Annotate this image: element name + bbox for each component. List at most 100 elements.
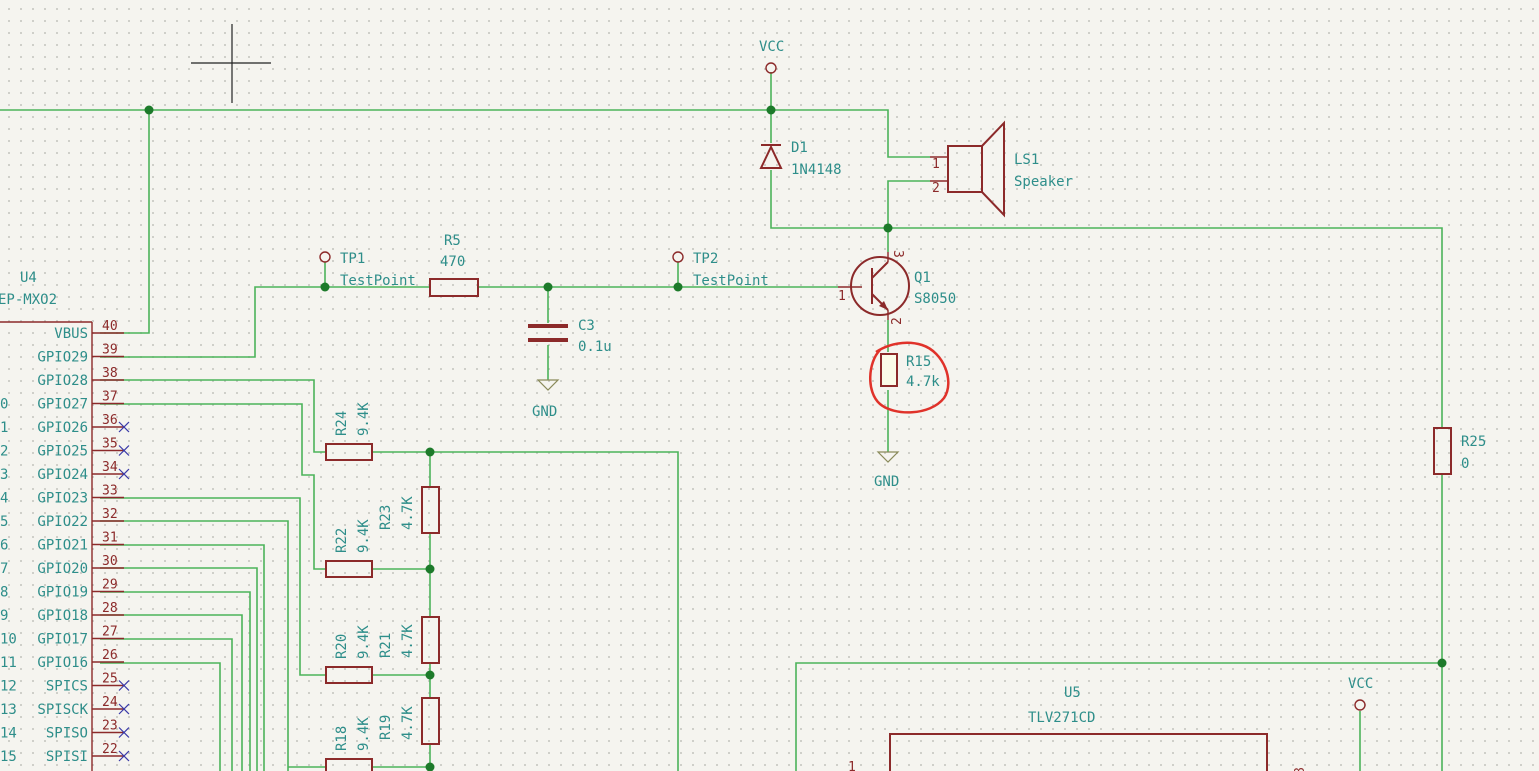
vcc-label: VCC [759,39,784,55]
u4-pin-number: 35 [102,437,118,452]
q1-ref: Q1 [914,270,931,286]
u4-pin-name: GPIO18 [37,608,88,624]
u4-pin-name: GPIO21 [37,538,88,554]
no-connect-marker [118,703,130,715]
gnd-symbol-q1[interactable]: GND [874,451,900,490]
r25-value: 0 [1461,456,1469,472]
ls1-ref: LS1 [1014,152,1039,168]
testpoint-tp2[interactable]: TP2 TestPoint [672,251,769,289]
u4-pin-left-label: 5 [0,514,8,530]
u4-pin-name: SPICS [46,679,88,695]
r20-value: 9.4K [356,625,372,659]
speaker-ls1[interactable]: 1 2 LS1 Speaker [930,120,1073,218]
u4-pin-name: GPIO26 [37,420,88,436]
resistor-r22[interactable]: R22 9.4K [325,519,373,578]
resistor-r5[interactable]: R5 470 [429,233,479,297]
r18-ref: R18 [334,726,350,751]
u4-pin-left-label: 3 [0,467,8,483]
u4-pin-name: GPIO29 [37,350,88,366]
testpoint-tp1[interactable]: TP1 TestPoint [319,251,416,289]
resistor-r21[interactable]: R21 4.7K [378,616,440,664]
transistor-q1[interactable]: 1 3 2 Q1 S8050 [838,250,956,325]
u4-pin-left-label: 6 [0,538,8,554]
r24-value: 9.4K [356,402,372,436]
capacitor-c3[interactable]: C3 0.1u [528,318,612,355]
q1-pin1: 1 [838,289,846,304]
diode-d1[interactable]: D1 1N4148 [759,140,842,178]
r21-ref: R21 [378,633,394,658]
u4-pin-name: SPISI [46,749,88,765]
u4-pin-name: GPIO25 [37,444,88,460]
gnd-symbol-c3[interactable]: GND [532,379,560,420]
u4-pin-name: SPISCK [37,702,88,718]
u4-connector[interactable]: U4 EP-MXO2 40VBUS39GPIO2938GPIO2837GPIO2… [0,270,130,771]
u4-pin-name: SPISO [46,726,88,742]
gnd-q1-label: GND [874,474,899,490]
junctions [144,105,1447,771]
resistor-r15[interactable]: R15 4.7k [880,353,940,390]
resistor-r20[interactable]: R20 9.4K [325,625,373,684]
u4-pin-name: GPIO24 [37,467,88,483]
tp2-value: TestPoint [693,273,769,289]
u4-value: EP-MXO2 [0,292,57,308]
r5-value: 470 [440,254,465,270]
r19-ref: R19 [378,715,394,740]
opamp-u5[interactable]: U5 TLV271CD 1 8 [848,685,1308,771]
no-connect-marker [118,680,130,691]
resistor-r19[interactable]: R19 4.7K [378,697,440,745]
d1-ref: D1 [791,140,808,156]
r5-ref: R5 [444,233,461,249]
q1-value: S8050 [914,291,956,307]
q1-pin2: 2 [890,317,905,325]
vcc-power-symbol[interactable]: VCC [759,39,784,74]
d1-value: 1N4148 [791,162,842,178]
u4-pin-number: 37 [102,390,118,405]
no-connect-marker [118,445,130,456]
no-connect-marker [118,727,130,738]
u4-pin-left-label: 1 [0,420,8,436]
r23-ref: R23 [378,505,394,530]
u4-pin-name: GPIO22 [37,514,88,530]
u4-pin-number: 36 [102,413,118,428]
vcc-power-symbol-u5[interactable]: VCC [1348,676,1373,711]
r15-ref: R15 [906,354,931,370]
r25-ref: R25 [1461,434,1486,450]
u4-pin-left-label: 10 [0,632,17,648]
r15-value: 4.7k [906,374,940,390]
tp2-ref: TP2 [693,251,718,267]
c3-value: 0.1u [578,339,612,355]
resistor-r25[interactable]: R25 0 [1433,427,1486,475]
r23-value: 4.7K [400,496,416,530]
u4-pin-left-label: 11 [0,655,17,671]
resistor-r24[interactable]: R24 9.4K [325,402,373,461]
u4-pin-number: 30 [102,554,118,569]
u4-pin-left-label: 15 [0,749,17,765]
tp1-value: TestPoint [340,273,416,289]
u4-pin-number: 27 [102,625,118,640]
r21-value: 4.7K [400,624,416,658]
q1-pin3: 3 [890,250,905,258]
u4-pin-number: 24 [102,695,118,710]
ls1-value: Speaker [1014,174,1073,190]
u4-pin-left-label: 12 [0,679,17,695]
r22-value: 9.4K [356,519,372,553]
u4-pin-name: VBUS [54,326,88,342]
wires [0,72,1443,771]
gnd-c3-label: GND [532,404,557,420]
u4-pin-left-label: 7 [0,561,8,577]
r22-ref: R22 [334,528,350,553]
u5-ref: U5 [1064,685,1081,701]
no-connect-marker [118,750,130,762]
u4-pin-number: 33 [102,484,118,499]
r19-value: 4.7K [400,706,416,740]
u5-value: TLV271CD [1028,710,1095,726]
resistor-r23[interactable]: R23 4.7K [378,486,440,534]
u4-pin-left-label: 4 [0,491,8,507]
resistor-r18[interactable]: R18 9.4K [325,717,373,771]
u4-pin-number: 32 [102,507,118,522]
u4-pin-name: GPIO28 [37,373,88,389]
r18-value: 9.4K [356,717,372,751]
ls1-pin2: 2 [932,181,940,196]
u4-pin-number: 38 [102,366,118,381]
